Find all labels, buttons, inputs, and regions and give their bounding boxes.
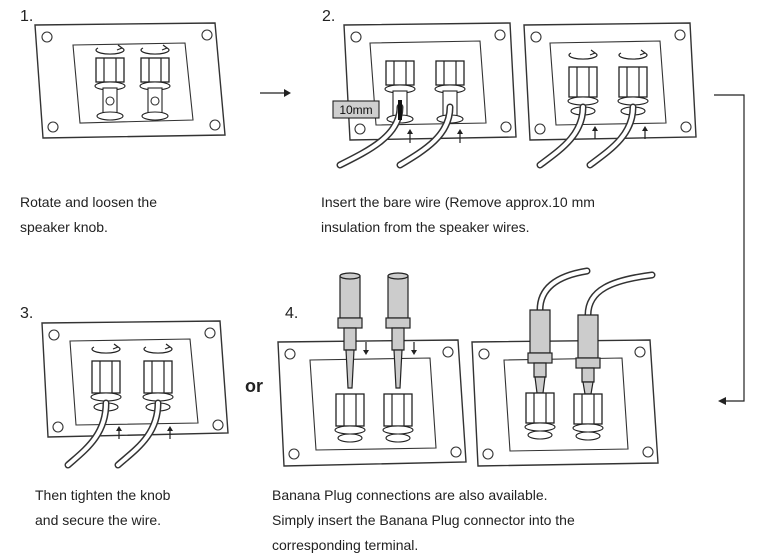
- wire-strip-length-label: 10mm: [339, 103, 372, 117]
- step-3-caption-line-1: Then tighten the knob: [35, 487, 171, 503]
- flow-connector-arrow: [714, 94, 745, 405]
- step-4-banana-plug-insert-illustration: [277, 272, 467, 467]
- step-3-caption: Then tighten the knob and secure the wir…: [35, 483, 170, 533]
- step-2-caption-line-1: Insert the bare wire (Remove approx.10 m…: [321, 194, 595, 210]
- step-4-number: 4.: [285, 305, 299, 322]
- next-step-arrow: [260, 89, 291, 97]
- step-1-terminal-illustration: [34, 22, 226, 139]
- step-2-number: 2.: [322, 8, 336, 25]
- step-3-tighten-illustration: [41, 320, 229, 469]
- step-2-caption: Insert the bare wire (Remove approx.10 m…: [321, 190, 595, 240]
- step-1-caption-line-1: Rotate and loosen the: [20, 194, 157, 210]
- step-4-banana-plug-inserted-illustration: [471, 267, 659, 467]
- step-3-number: 3.: [20, 305, 34, 322]
- step-1-number: 1.: [20, 8, 34, 25]
- or-label: or: [245, 376, 263, 396]
- step-4-caption-line-2: Simply insert the Banana Plug connector …: [272, 512, 575, 528]
- step-2-insert-wire-illustration: 10mm: [332, 22, 517, 169]
- step-4-caption-line-1: Banana Plug connections are also availab…: [272, 487, 548, 503]
- step-4-caption: Banana Plug connections are also availab…: [272, 483, 575, 558]
- step-1-caption: Rotate and loosen the speaker knob.: [20, 190, 157, 240]
- step-2-wire-inserted-illustration: [523, 22, 697, 169]
- step-2-caption-line-2: insulation from the speaker wires.: [321, 219, 530, 235]
- step-4-caption-line-3: corresponding terminal.: [272, 537, 419, 553]
- step-3-caption-line-2: and secure the wire.: [35, 512, 162, 528]
- step-1-caption-line-2: speaker knob.: [20, 219, 108, 235]
